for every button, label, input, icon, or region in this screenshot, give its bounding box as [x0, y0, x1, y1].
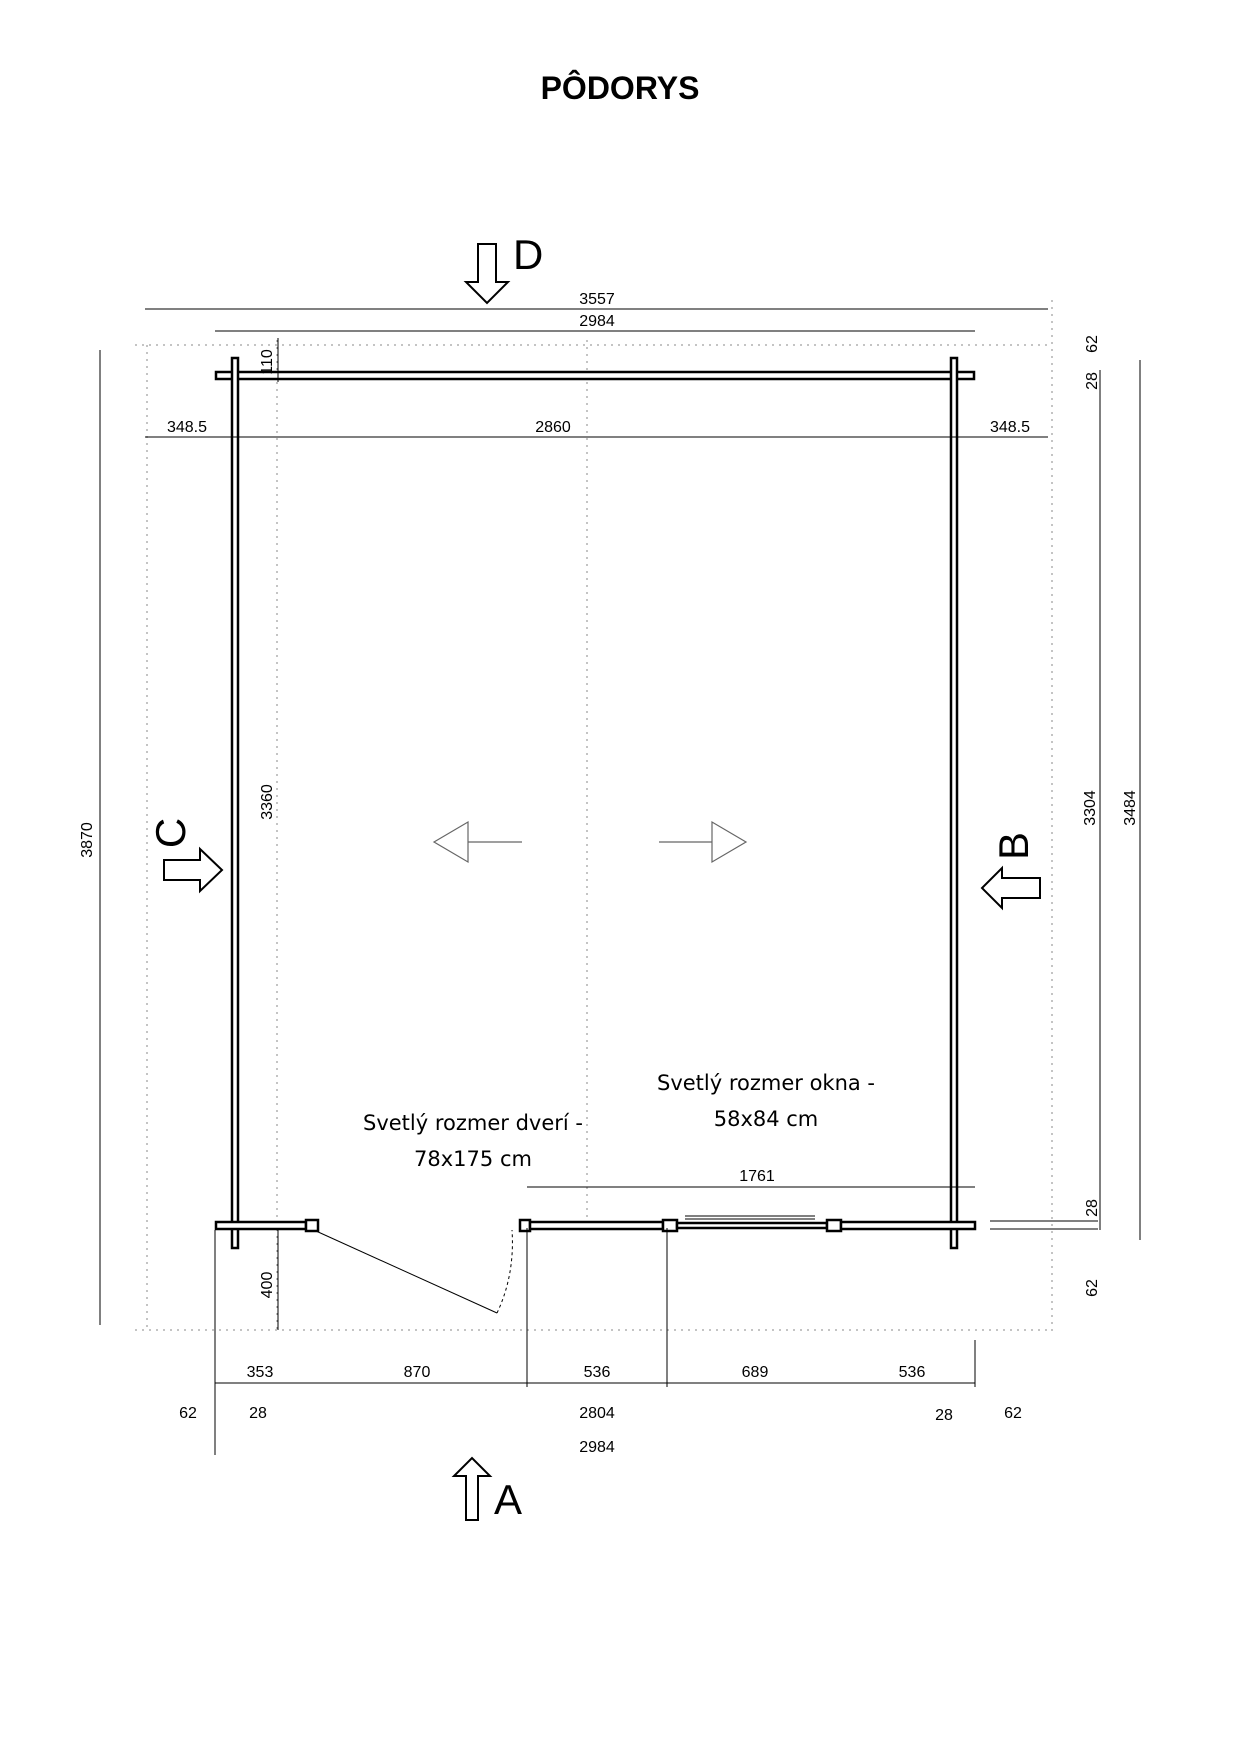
dim-inner-width: 2860	[535, 419, 571, 436]
dimension-lines	[99, 308, 1141, 1455]
bottom-wall	[214, 1215, 1098, 1233]
dim-top-width: 2984	[579, 313, 615, 330]
dim-seg-870: 870	[404, 1364, 431, 1381]
dim-inner-depth: 3360	[259, 784, 276, 820]
dim-top-62: 62	[1084, 335, 1101, 353]
dim-left-62: 62	[179, 1405, 197, 1422]
dim-window-span: 1761	[739, 1168, 775, 1185]
dim-overall-depth: 3870	[79, 822, 96, 858]
interior-arrow-left	[432, 820, 522, 864]
dim-top-28: 28	[1084, 372, 1101, 390]
view-arrow-d	[463, 243, 511, 305]
view-label-a: A	[494, 1476, 522, 1523]
page-title: PÔDORYS	[540, 70, 700, 106]
view-arrow-b	[980, 865, 1041, 911]
dim-overall-width: 3557	[579, 291, 615, 308]
view-arrow-c	[163, 846, 224, 894]
dim-left-400: 400	[259, 1272, 276, 1299]
dim-right-28: 28	[935, 1407, 953, 1424]
view-label-b: B	[990, 832, 1037, 860]
right-wall	[949, 356, 959, 1250]
view-label-c: C	[147, 818, 194, 848]
dim-mid-2804: 2804	[579, 1405, 615, 1422]
dim-left-110: 110	[259, 349, 276, 375]
dim-right-overhang: 348.5	[990, 419, 1030, 436]
door-swing	[315, 1229, 513, 1314]
dim-seg-536-left: 536	[584, 1364, 611, 1381]
door-note-line1: Svetlý rozmer dverí -	[363, 1111, 583, 1135]
left-wall	[230, 356, 240, 1250]
dim-left-overhang: 348.5	[167, 419, 207, 436]
window-note-line1: Svetlý rozmer okna -	[657, 1071, 875, 1095]
interior-arrow-right	[659, 820, 748, 864]
dim-right-3484: 3484	[1122, 790, 1139, 826]
dim-bottom-62: 62	[1084, 1279, 1101, 1297]
view-label-d: D	[513, 231, 543, 278]
top-wall	[214, 370, 976, 381]
dim-bottom-28: 28	[1084, 1199, 1101, 1217]
construction-lines	[135, 300, 1053, 1335]
dim-seg-536-right: 536	[899, 1364, 926, 1381]
door-note-line2: 78x175 cm	[414, 1147, 532, 1171]
dim-right-3304: 3304	[1082, 790, 1099, 826]
dim-left-28: 28	[249, 1405, 267, 1422]
dim-right-62: 62	[1004, 1405, 1022, 1422]
dim-bottom-width: 2984	[579, 1439, 615, 1456]
dim-seg-689: 689	[742, 1364, 769, 1381]
window-note-line2: 58x84 cm	[714, 1107, 819, 1131]
view-arrow-a	[451, 1456, 493, 1521]
dim-seg-353: 353	[247, 1364, 274, 1381]
